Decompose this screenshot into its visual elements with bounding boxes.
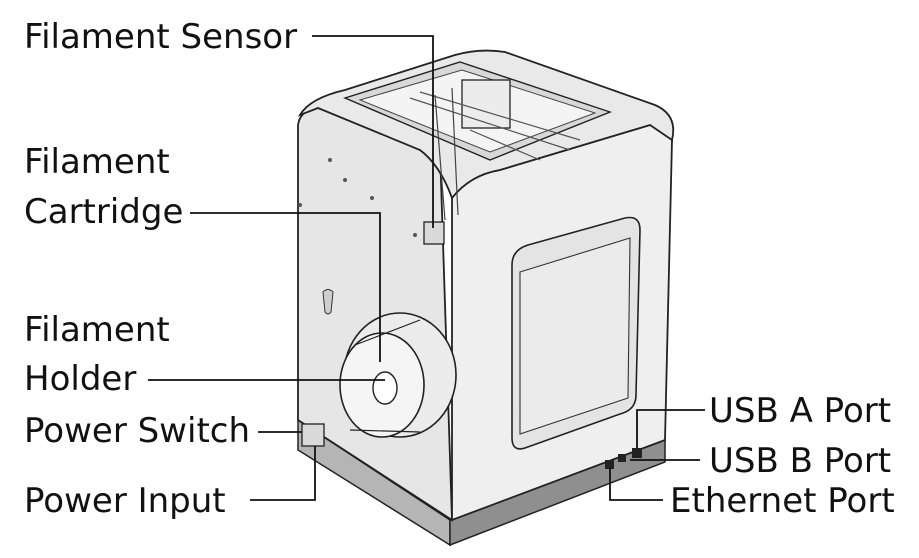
leader-filament-cartridge [190, 212, 381, 362]
label-usb-b-port: USB B Port [709, 441, 892, 481]
leader-power-input [250, 446, 316, 501]
leader-ethernet [609, 468, 663, 501]
label-filament-holder-line1: Filament [24, 310, 170, 350]
label-filament-cartridge-line1: Filament [24, 142, 170, 182]
label-filament-cartridge-line2: Cartridge [24, 192, 184, 232]
leader-lines [148, 35, 705, 501]
ethernet-hw [605, 460, 614, 469]
power-switch-hw [301, 423, 325, 447]
label-filament-holder-line2: Holder [24, 359, 137, 399]
usb-b-hw [618, 454, 626, 462]
label-usb-a-port: USB A Port [709, 391, 892, 431]
label-power-switch: Power Switch [24, 411, 251, 451]
leader-usb-a [636, 409, 705, 448]
usb-a-hw [632, 448, 642, 458]
print-head [461, 79, 511, 129]
label-ethernet-port: Ethernet Port [670, 481, 895, 521]
label-filament-sensor: Filament Sensor [24, 17, 298, 57]
filament-sensor-block [423, 221, 445, 245]
leader-filament-sensor [312, 35, 434, 228]
label-power-input: Power Input [24, 481, 226, 521]
spool-hub [372, 371, 398, 405]
